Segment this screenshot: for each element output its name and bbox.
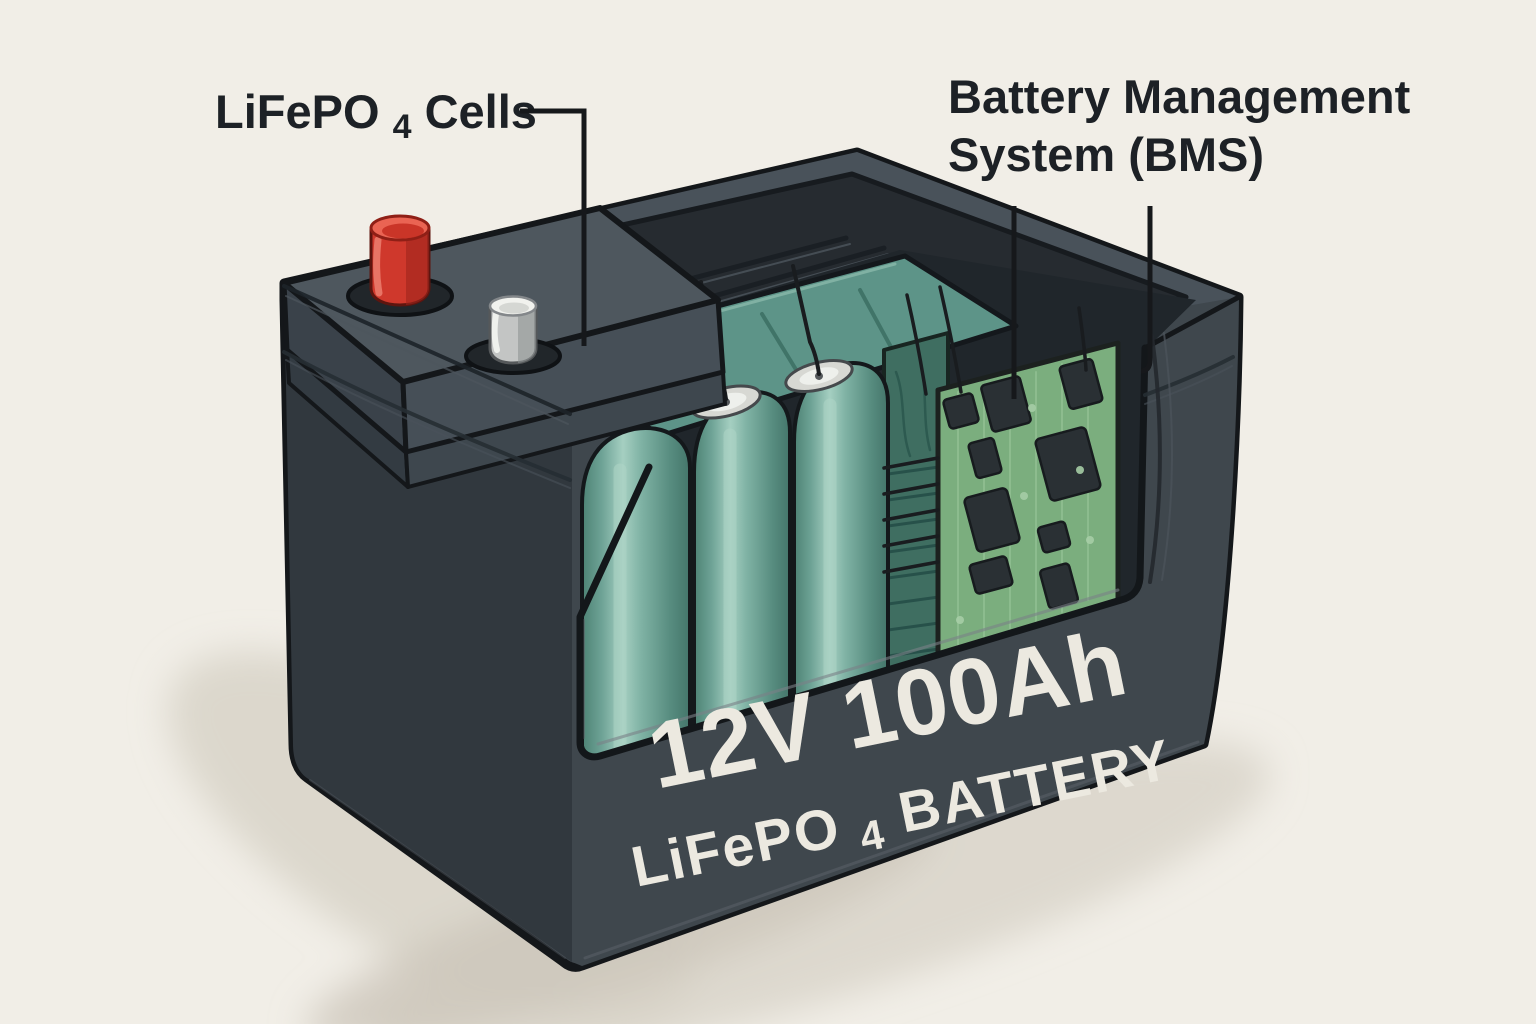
- positive-terminal: [346, 214, 454, 317]
- chip: [968, 555, 1014, 595]
- case-seams: [282, 284, 1242, 960]
- platform-top-face: [281, 205, 721, 385]
- cells-leader-line: [520, 108, 587, 346]
- cells-label-prefix: LiFePO: [215, 85, 380, 138]
- lifepo4-cells: [580, 361, 890, 760]
- right-notch: [1148, 334, 1162, 584]
- cutaway-window-edge: [576, 344, 1149, 761]
- chip: [980, 375, 1032, 433]
- chip: [1036, 520, 1072, 554]
- negative-post-highlight: [491, 311, 500, 353]
- cells-label-suffix: Cells: [425, 85, 537, 138]
- chip: [1034, 426, 1102, 502]
- negative-post-shade: [518, 310, 536, 363]
- chip: [963, 487, 1021, 553]
- bms-annotation: Battery Management System (BMS): [948, 70, 1411, 399]
- cells-label: LiFePO 4 Cells: [215, 85, 537, 148]
- bms-label-line1: Battery Management: [948, 70, 1411, 123]
- positive-post-shade: [406, 232, 429, 305]
- negative-post-top-inner: [499, 302, 529, 314]
- negative-terminal: [464, 295, 562, 375]
- print-line2-subscript: 4: [856, 810, 890, 861]
- battery-illustration: 12V 100Ah LiFePO 4 BATTERY: [279, 147, 1244, 972]
- bms-chips: [942, 357, 1104, 610]
- cells-label-subscript: 4: [393, 108, 412, 146]
- chip: [967, 436, 1003, 480]
- chip: [942, 392, 980, 430]
- bms-leader-line-2: [1140, 206, 1153, 374]
- pcb-solder-dots: [956, 404, 1094, 624]
- bms-label-line2: System (BMS): [948, 128, 1264, 181]
- positive-post-highlight: [373, 236, 383, 297]
- positive-post-top-inner: [382, 223, 424, 239]
- chip: [1058, 357, 1104, 411]
- terminal-platform: [281, 205, 727, 489]
- cells-annotation: LiFePO 4 Cells: [215, 85, 587, 346]
